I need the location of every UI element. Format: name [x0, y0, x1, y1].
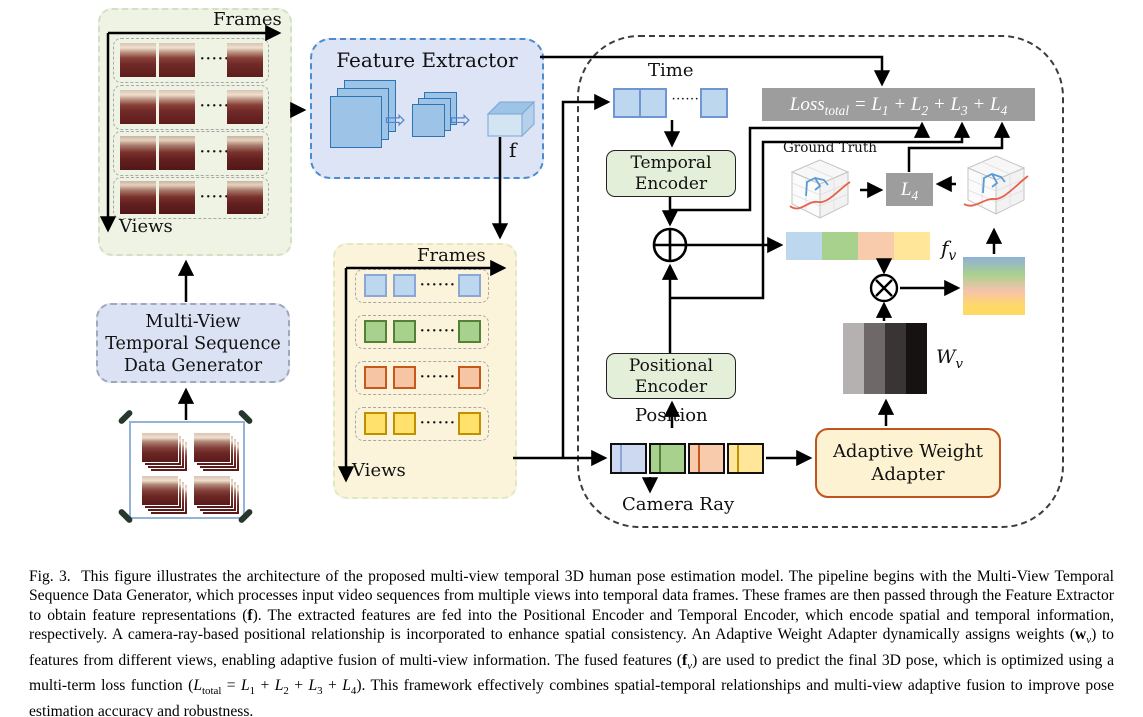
video-frame: [120, 90, 156, 124]
token-panel: [333, 243, 517, 499]
weight-bar: [885, 323, 906, 394]
positional-encoder-line2: Encoder: [634, 377, 708, 397]
token-ellipsis: ······: [420, 416, 457, 431]
figure-caption: Fig. 3. This figure illustrates the arch…: [29, 568, 1115, 717]
fused-feature-block: [894, 232, 930, 260]
feature-token: [458, 320, 481, 343]
feature-extractor-box: Feature Extractor ⇨ ⇨ f: [310, 38, 544, 179]
weight-bar: [864, 323, 885, 394]
video-frame: [159, 90, 195, 124]
data-generator-line1: Multi-View: [145, 312, 241, 332]
adapter-line2: Adapter: [871, 464, 945, 485]
time-token: [700, 88, 728, 118]
fused-feature-block: [786, 232, 822, 260]
view-stack: [193, 475, 231, 506]
token-row-view4: ······: [355, 407, 489, 441]
block-arrow-icon: ⇨: [450, 105, 471, 134]
weight-bar: [843, 323, 864, 394]
position-token: [727, 443, 764, 474]
view-stack: [193, 432, 231, 463]
feature-token: [364, 320, 387, 343]
predicted-pose-plot: [963, 155, 1029, 215]
video-row-view3: ······: [113, 131, 269, 176]
temporal-encoder-box: Temporal Encoder: [606, 150, 736, 197]
ground-truth-label: Ground Truth: [783, 140, 877, 156]
weight-bar: [906, 323, 927, 394]
position-token: [610, 443, 647, 474]
video-row-view4: ······: [113, 177, 269, 219]
token-ellipsis: ······: [420, 278, 457, 293]
data-generator-line3: Data Generator: [123, 356, 263, 376]
feature-token: [393, 320, 416, 343]
adapter-line1: Adaptive Weight: [832, 441, 984, 462]
fused-feature-block: [822, 232, 858, 260]
conv-layer: [412, 104, 445, 137]
video-frame: [159, 136, 195, 170]
frame-ellipsis: ······: [200, 52, 237, 67]
feature-token: [458, 366, 481, 389]
feature-token: [364, 274, 387, 297]
time-token: [613, 88, 641, 118]
feature-token: [364, 366, 387, 389]
feature-token: [393, 274, 416, 297]
frame-ellipsis: ······: [200, 99, 237, 114]
video-grid-frames-label: Frames: [213, 9, 282, 30]
feature-token: [393, 366, 416, 389]
video-frame: [227, 136, 263, 170]
video-frame: [159, 181, 195, 214]
video-frame: [120, 136, 156, 170]
position-token: [688, 443, 725, 474]
fv-label: fv: [941, 236, 957, 264]
feature-f-label: f: [509, 138, 517, 162]
token-views-label: Views: [352, 460, 406, 481]
block-arrow-icon: ⇨: [385, 105, 406, 134]
token-ellipsis: ······: [420, 324, 457, 339]
data-generator-line2: Temporal Sequence: [105, 334, 281, 354]
data-generator-box: Multi-View Temporal Sequence Data Genera…: [96, 303, 290, 383]
camera-rig: [129, 421, 245, 519]
video-frame: [159, 43, 195, 77]
video-frame: [227, 43, 263, 77]
token-ellipsis: ······: [420, 370, 457, 385]
fused-view-gradient: [963, 257, 1025, 315]
frame-ellipsis: ······: [200, 190, 237, 205]
time-token: [639, 88, 667, 118]
feature-cuboid: [486, 100, 536, 138]
adaptive-weight-adapter-box: Adaptive Weight Adapter: [815, 428, 1001, 498]
fused-feature-block: [858, 232, 894, 260]
video-frame: [227, 90, 263, 124]
time-ellipsis: ······: [672, 95, 700, 105]
view-stack: [141, 475, 179, 506]
video-frame: [120, 181, 156, 214]
temporal-encoder-line2: Encoder: [634, 174, 708, 194]
feature-extractor-title: Feature Extractor: [336, 48, 518, 72]
loss-box: Losstotal = L1 + L2 + L3 + L4: [762, 88, 1035, 121]
feature-token: [393, 412, 416, 435]
video-frame: [227, 181, 263, 214]
view-stack: [141, 432, 179, 463]
video-row-view1: ······: [113, 38, 269, 83]
token-row-view1: ······: [355, 269, 489, 303]
token-frames-label: Frames: [417, 245, 486, 266]
token-row-view3: ······: [355, 361, 489, 395]
frame-ellipsis: ······: [200, 145, 237, 160]
conv-layer: [330, 96, 382, 148]
wv-label: Wv: [936, 346, 964, 372]
time-label: Time: [648, 60, 694, 81]
feature-token: [364, 412, 387, 435]
positional-encoder-box: Positional Encoder: [606, 353, 736, 399]
position-token: [649, 443, 686, 474]
video-grid-views-label: Views: [119, 216, 173, 237]
temporal-encoder-line1: Temporal: [630, 153, 712, 173]
position-label: Position: [635, 405, 708, 426]
video-frame: [120, 43, 156, 77]
l4-box: L4: [886, 173, 933, 206]
positional-encoder-line1: Positional: [628, 356, 714, 376]
camera-ray-label: Camera Ray: [622, 494, 735, 515]
feature-token: [458, 274, 481, 297]
token-row-view2: ······: [355, 315, 489, 349]
video-row-view2: ······: [113, 85, 269, 130]
feature-token: [458, 412, 481, 435]
ground-truth-pose-plot: [789, 159, 851, 219]
